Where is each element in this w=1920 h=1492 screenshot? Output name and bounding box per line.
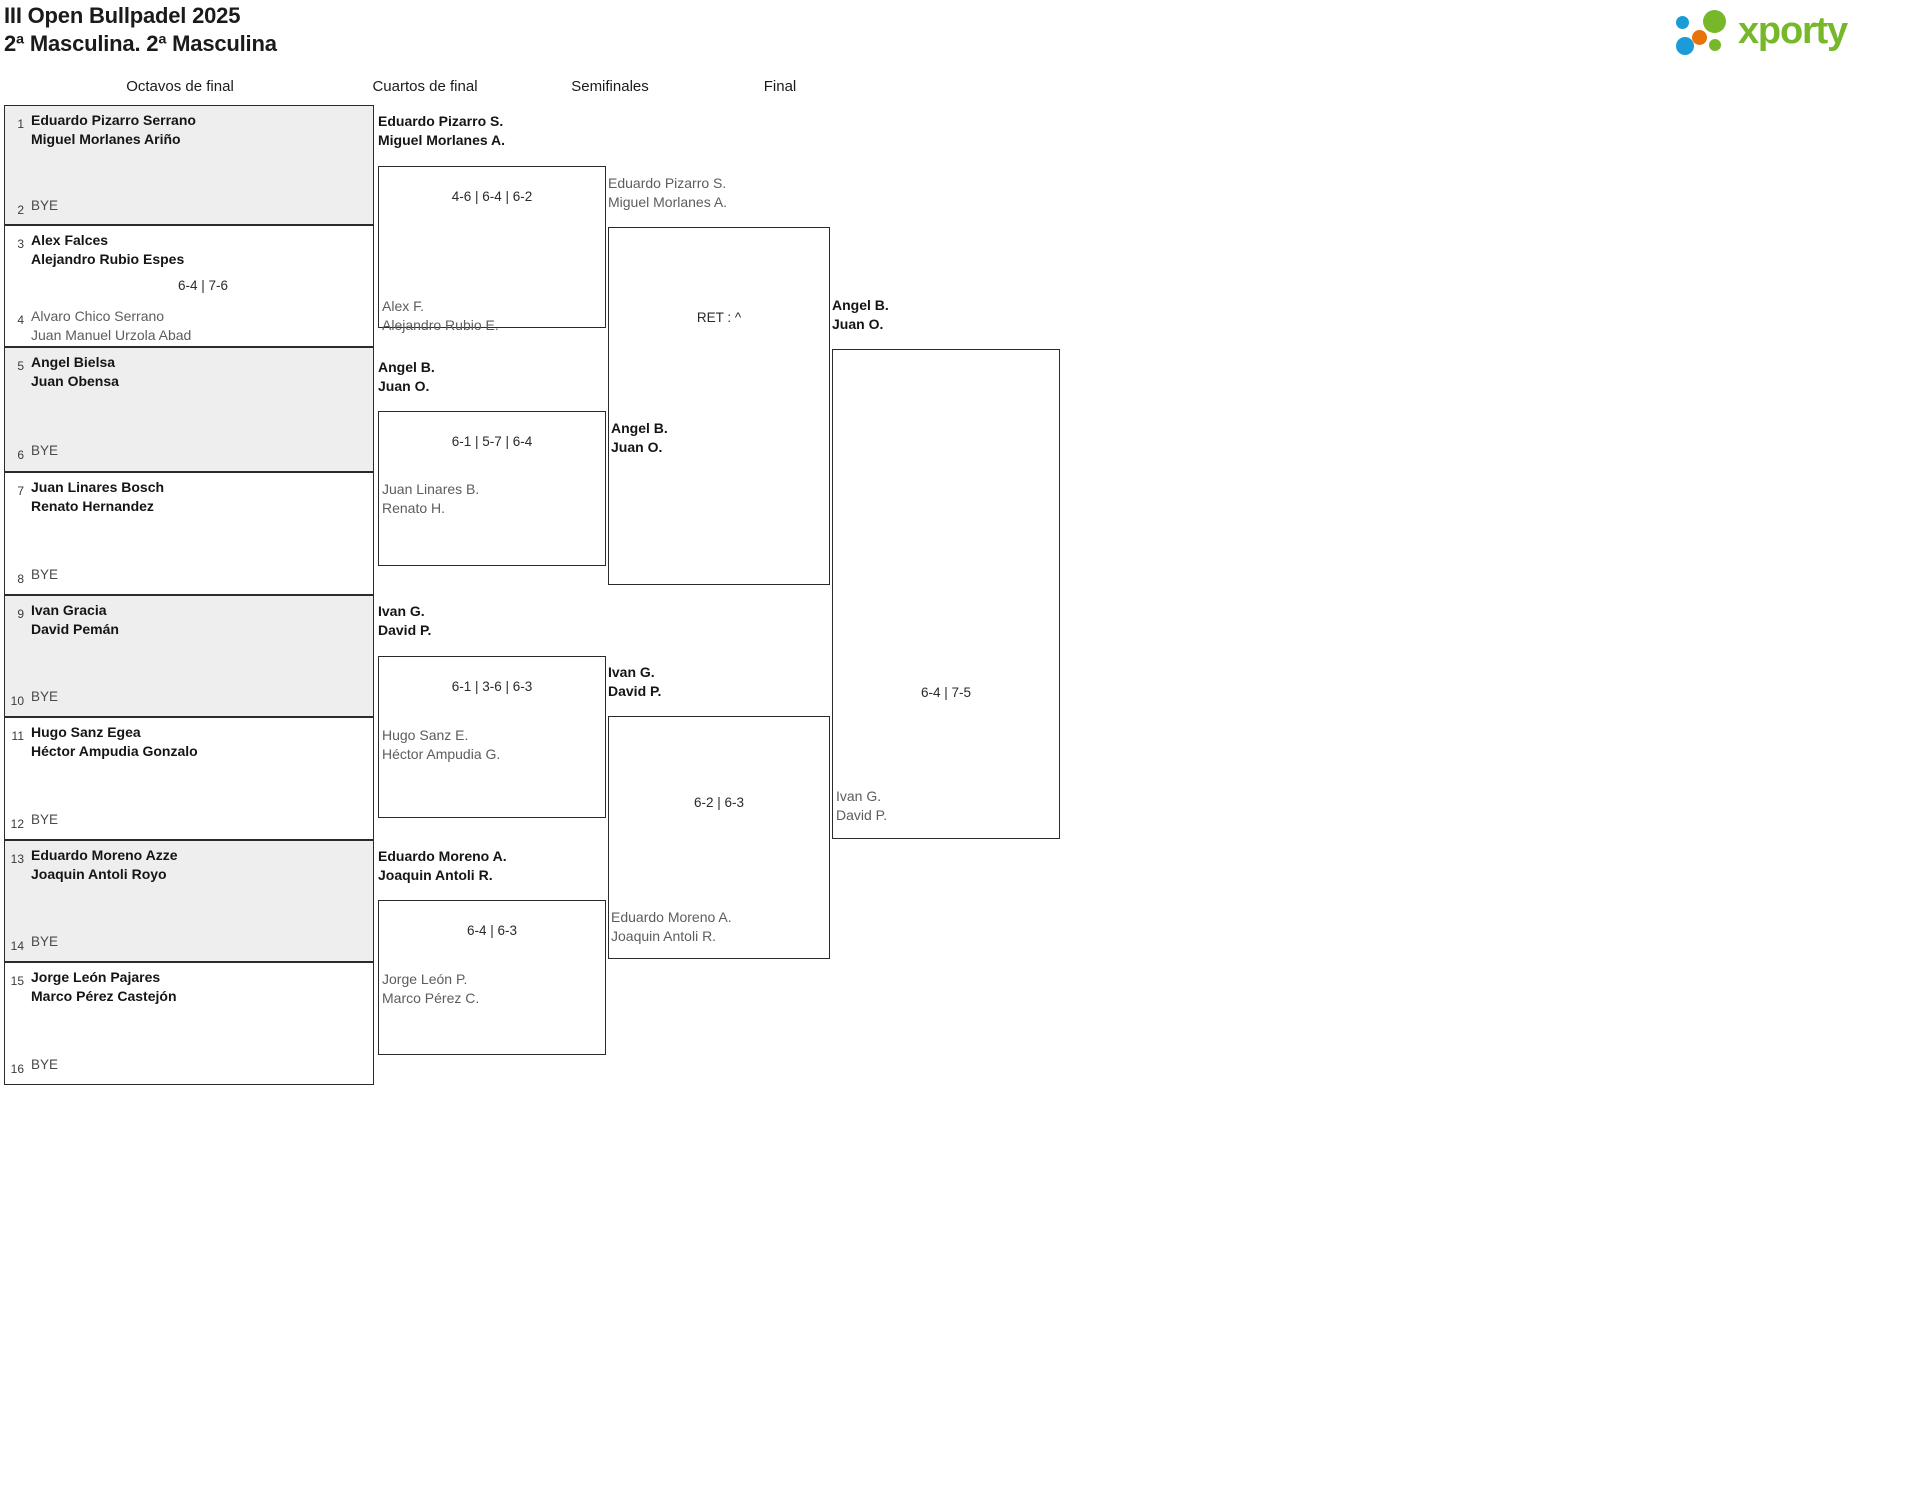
r1-match-3-team-top[interactable]: 5 Angel Bielsa Juan Obensa bbox=[5, 348, 373, 390]
xporty-logo-text: xporty bbox=[1738, 10, 1848, 52]
r1-match-1[interactable]: 1 Eduardo Pizarro Serrano Miguel Morlane… bbox=[4, 105, 374, 225]
r4-final-team-bottom[interactable]: Ivan G. David P. bbox=[836, 788, 888, 823]
xporty-logo[interactable]: xporty bbox=[1676, 6, 1906, 58]
team-names: BYE bbox=[31, 198, 59, 213]
team-names: Eduardo Pizarro Serrano Miguel Morlanes … bbox=[31, 112, 196, 147]
r1-match-2-score: 6-4 | 7-6 bbox=[177, 278, 229, 293]
seed-number: 14 bbox=[10, 939, 24, 953]
seed-number: 16 bbox=[10, 1062, 24, 1076]
team-names: BYE bbox=[31, 1057, 59, 1072]
r1-match-2[interactable]: 3 Alex Falces Alejandro Rubio Espes 6-4 … bbox=[4, 225, 374, 347]
r2-match-4-team-top[interactable]: Eduardo Moreno A. Joaquin Antoli R. bbox=[378, 848, 507, 883]
r1-match-8-team-bottom[interactable]: 16 BYE bbox=[5, 1051, 373, 1079]
team-names: Angel Bielsa Juan Obensa bbox=[31, 354, 119, 389]
r2-match-2-connector[interactable]: 6-1 | 5-7 | 6-4 bbox=[378, 411, 606, 566]
r3-match-1-team-top[interactable]: Eduardo Pizarro S. Miguel Morlanes A. bbox=[608, 175, 728, 210]
seed-number: 11 bbox=[11, 729, 24, 743]
r4-final-score: 6-4 | 7-5 bbox=[920, 685, 972, 700]
r1-match-7[interactable]: 13 Eduardo Moreno Azze Joaquin Antoli Ro… bbox=[4, 840, 374, 962]
r4-final-team-top[interactable]: Angel B. Juan O. bbox=[832, 297, 889, 332]
team-names: Eduardo Moreno Azze Joaquin Antoli Royo bbox=[31, 847, 178, 882]
tournament-name: III Open Bullpadel 2025 bbox=[4, 3, 241, 28]
r2-match-1-connector[interactable]: 4-6 | 6-4 | 6-2 bbox=[378, 166, 606, 328]
r1-match-4-team-bottom[interactable]: 8 BYE bbox=[5, 561, 373, 589]
r1-match-4-team-top[interactable]: 7 Juan Linares Bosch Renato Hernandez bbox=[5, 473, 373, 515]
r3-match-1-connector[interactable]: RET : ^ bbox=[608, 227, 830, 585]
page-header: III Open Bullpadel 2025 2ª Masculina. 2ª… bbox=[0, 0, 1920, 72]
r2-match-4-team-bottom[interactable]: Jorge León P. Marco Pérez C. bbox=[382, 971, 480, 1006]
r2-match-2-score: 6-1 | 5-7 | 6-4 bbox=[451, 434, 533, 449]
r1-match-5[interactable]: 9 Ivan Gracia David Pemán 10 BYE bbox=[4, 595, 374, 717]
r2-match-3-team-top[interactable]: Ivan G. David P. bbox=[378, 603, 432, 638]
seed-number: 13 bbox=[10, 852, 24, 866]
team-names: Alex Falces Alejandro Rubio Espes bbox=[31, 232, 185, 267]
round-header-semifinales: Semifinales bbox=[571, 78, 649, 95]
team-names: BYE bbox=[31, 689, 59, 704]
r2-match-1-team-bottom[interactable]: Alex F. Alejandro Rubio E. bbox=[382, 298, 499, 333]
team-names: BYE bbox=[31, 812, 59, 827]
round-header-octavos: Octavos de final bbox=[126, 78, 234, 95]
r4-final-connector[interactable]: 6-4 | 7-5 bbox=[832, 349, 1060, 839]
team-names: Alvaro Chico Serrano Juan Manuel Urzola … bbox=[31, 308, 192, 343]
r2-match-3-team-bottom[interactable]: Hugo Sanz E. Héctor Ampudia G. bbox=[382, 727, 501, 762]
seed-number: 10 bbox=[10, 694, 24, 708]
team-names: BYE bbox=[31, 443, 59, 458]
r1-match-4[interactable]: 7 Juan Linares Bosch Renato Hernandez 8 … bbox=[4, 472, 374, 595]
r1-match-6[interactable]: 11 Hugo Sanz Egea Héctor Ampudia Gonzalo… bbox=[4, 717, 374, 840]
r3-match-2-connector[interactable]: 6-2 | 6-3 bbox=[608, 716, 830, 959]
r2-match-2-team-bottom[interactable]: Juan Linares B. Renato H. bbox=[382, 481, 480, 516]
team-names: Hugo Sanz Egea Héctor Ampudia Gonzalo bbox=[31, 724, 198, 759]
r3-match-2-score: 6-2 | 6-3 bbox=[693, 795, 745, 810]
team-names: Jorge León Pajares Marco Pérez Castejón bbox=[31, 969, 177, 1004]
r1-match-1-team-top[interactable]: 1 Eduardo Pizarro Serrano Miguel Morlane… bbox=[5, 106, 373, 148]
seed-number: 6 bbox=[17, 448, 24, 462]
seed-number: 1 bbox=[17, 117, 24, 131]
r1-match-1-team-bottom[interactable]: 2 BYE bbox=[5, 192, 373, 220]
r1-match-5-team-bottom[interactable]: 10 BYE bbox=[5, 683, 373, 711]
r2-match-1-score: 4-6 | 6-4 | 6-2 bbox=[451, 189, 533, 204]
r3-match-1-team-bottom[interactable]: Angel B. Juan O. bbox=[611, 420, 668, 455]
seed-number: 3 bbox=[17, 237, 24, 251]
team-names: BYE bbox=[31, 934, 59, 949]
r2-match-3-connector[interactable]: 6-1 | 3-6 | 6-3 bbox=[378, 656, 606, 818]
r1-match-8[interactable]: 15 Jorge León Pajares Marco Pérez Castej… bbox=[4, 962, 374, 1085]
r1-match-2-team-bottom[interactable]: 4 Alvaro Chico Serrano Juan Manuel Urzol… bbox=[5, 302, 373, 344]
r2-match-4-score: 6-4 | 6-3 bbox=[466, 923, 518, 938]
seed-number: 7 bbox=[17, 484, 24, 498]
seed-number: 12 bbox=[10, 817, 24, 831]
seed-number: 5 bbox=[17, 359, 24, 373]
r1-match-6-team-bottom[interactable]: 12 BYE bbox=[5, 806, 373, 834]
r3-match-2-team-top[interactable]: Ivan G. David P. bbox=[608, 664, 662, 699]
r3-match-1-score: RET : ^ bbox=[696, 310, 742, 325]
seed-number: 2 bbox=[17, 203, 24, 217]
r1-match-2-team-top[interactable]: 3 Alex Falces Alejandro Rubio Espes bbox=[5, 226, 373, 268]
r3-match-2-team-bottom[interactable]: Eduardo Moreno A. Joaquin Antoli R. bbox=[611, 909, 732, 944]
seed-number: 8 bbox=[17, 572, 24, 586]
tournament-category: 2ª Masculina. 2ª Masculina bbox=[4, 31, 277, 56]
team-names: BYE bbox=[31, 567, 59, 582]
r1-match-7-team-top[interactable]: 13 Eduardo Moreno Azze Joaquin Antoli Ro… bbox=[5, 841, 373, 883]
seed-number: 4 bbox=[17, 313, 24, 327]
r1-match-5-team-top[interactable]: 9 Ivan Gracia David Pemán bbox=[5, 596, 373, 638]
r2-match-4-connector[interactable]: 6-4 | 6-3 bbox=[378, 900, 606, 1055]
r2-match-3-score: 6-1 | 3-6 | 6-3 bbox=[451, 679, 533, 694]
team-names: Juan Linares Bosch Renato Hernandez bbox=[31, 479, 165, 514]
r2-match-2-team-top[interactable]: Angel B. Juan O. bbox=[378, 359, 435, 394]
team-names: Ivan Gracia David Pemán bbox=[31, 602, 119, 637]
xporty-logo-mark-icon bbox=[1676, 10, 1738, 56]
r1-match-3-team-bottom[interactable]: 6 BYE bbox=[5, 437, 373, 465]
r1-match-6-team-top[interactable]: 11 Hugo Sanz Egea Héctor Ampudia Gonzalo bbox=[5, 718, 373, 760]
r1-match-3[interactable]: 5 Angel Bielsa Juan Obensa 6 BYE bbox=[4, 347, 374, 472]
seed-number: 15 bbox=[10, 974, 24, 988]
tournament-title-block: III Open Bullpadel 2025 2ª Masculina. 2ª… bbox=[4, 2, 277, 58]
r2-match-1-team-top[interactable]: Eduardo Pizarro S. Miguel Morlanes A. bbox=[378, 113, 506, 148]
seed-number: 9 bbox=[17, 607, 24, 621]
round-header-cuartos: Cuartos de final bbox=[372, 78, 478, 95]
r1-match-8-team-top[interactable]: 15 Jorge León Pajares Marco Pérez Castej… bbox=[5, 963, 373, 1005]
r1-match-7-team-bottom[interactable]: 14 BYE bbox=[5, 928, 373, 956]
round-header-final: Final bbox=[763, 78, 797, 95]
